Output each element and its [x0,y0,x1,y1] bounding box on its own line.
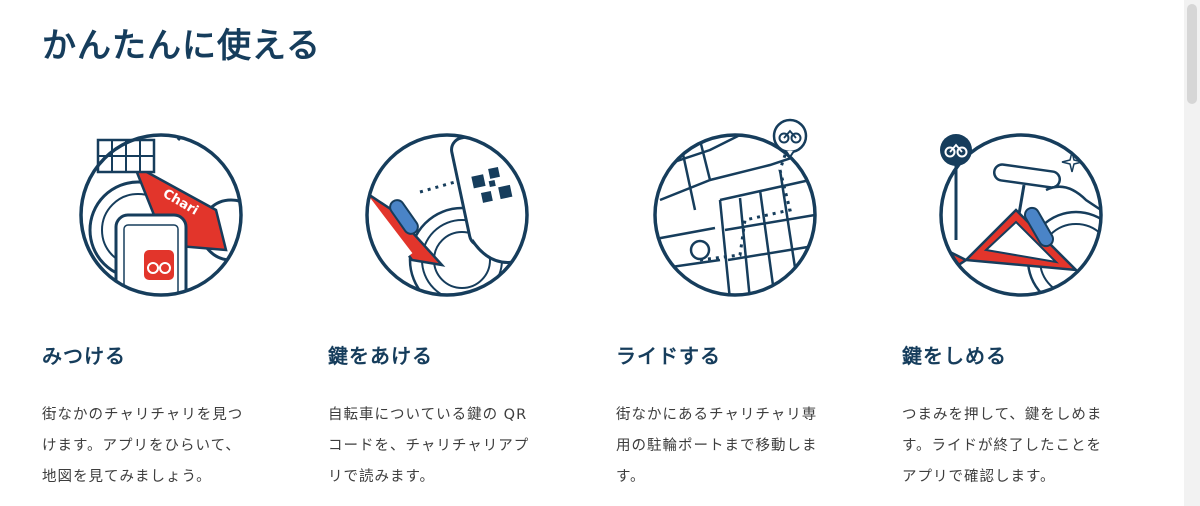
vertical-scrollbar[interactable] [1184,0,1200,506]
unlock-illustration [352,110,542,310]
find-bike-illustration: Chari [79,133,243,297]
qr-code-icon [365,133,529,297]
step-find-description: 街なかのチャリチャリを見つ けます。アプリをひらいて、 地図を見てみましょう。 [42,407,244,485]
step-find-title: みつける [42,344,126,368]
lock-illustration [926,110,1116,310]
page-title: かんたんに使える [42,26,321,66]
find-illustration: Chari [66,110,256,310]
step-ride-title: ライドする [616,344,721,368]
step-unlock-title: 鍵をあける [328,344,433,368]
step-unlock-description: 自転車についている鍵の QR コードを、チャリチャリアプ リで読みます。 [328,407,530,485]
step-lock-description: つまみを押して、鍵をしめま す。ライドが終了したことを アプリで確認します。 [902,407,1103,485]
ride-illustration [640,110,830,310]
scrollbar-thumb[interactable] [1187,4,1197,104]
lock-bike-icon [939,133,1103,297]
step-lock-title: 鍵をしめる [902,344,1007,368]
map-pin-bike-icon [653,118,817,297]
step-ride-description: 街なかにあるチャリチャリ専 用の駐輪ポートまで移動しま す。 [616,407,818,485]
